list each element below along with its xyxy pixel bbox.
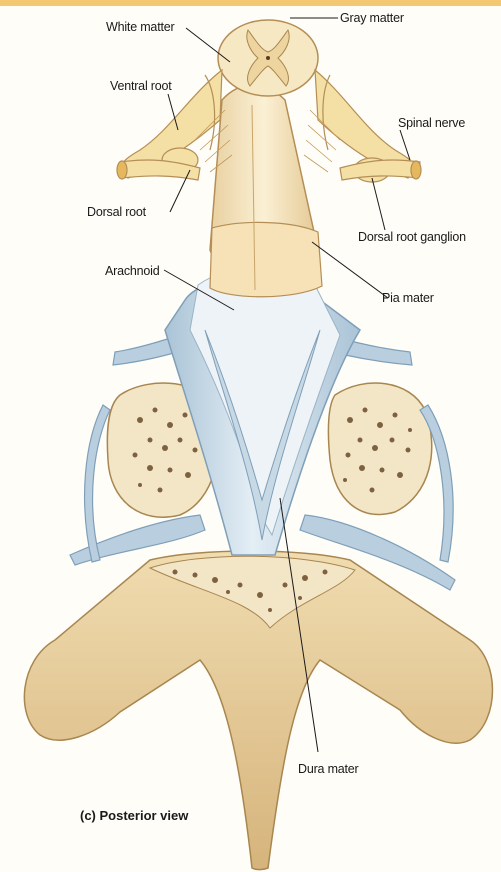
label-dorsal-root-ganglion: Dorsal root ganglion [358,230,466,244]
label-ventral-root: Ventral root [110,79,172,93]
label-pia-mater: Pia mater [382,291,434,305]
label-white-matter: White matter [106,20,174,34]
right-articular-body [328,383,431,514]
pia-mater-band [210,222,322,296]
cord-cross-section [218,20,318,96]
label-spinal-nerve: Spinal nerve [398,116,465,130]
label-dura-mater: Dura mater [298,762,359,776]
label-gray-matter: Gray matter [340,11,404,25]
label-arachnoid: Arachnoid [105,264,160,278]
figure-caption: (c) Posterior view [80,808,188,823]
label-dorsal-root: Dorsal root [87,205,146,219]
